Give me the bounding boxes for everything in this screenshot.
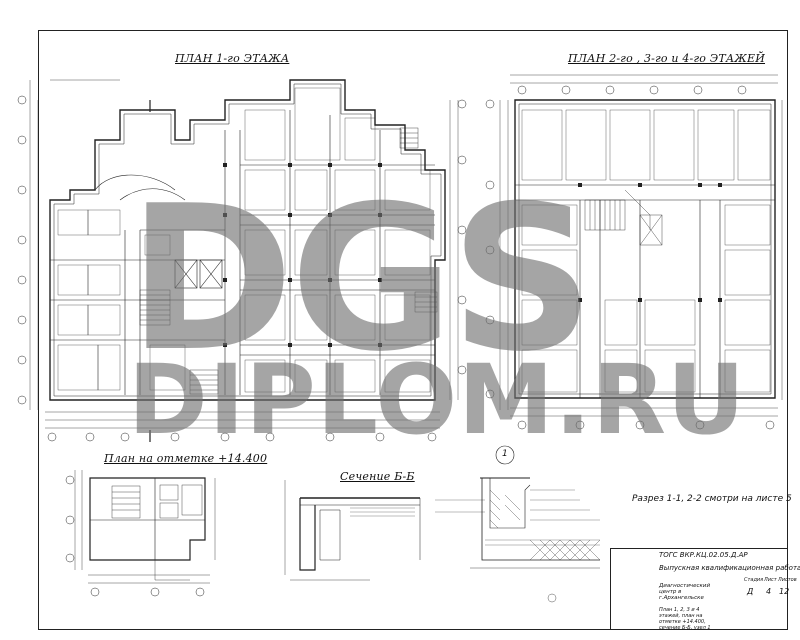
title-block: ТОГС ВКР.КЦ.02.05.Д.АР Выпускная квалифи… [610,548,800,631]
node-1-detail [435,445,601,603]
section-reference-note: Разрез 1-1, 2-2 смотри на листе 5 [632,494,792,504]
stage-label: Стадия [744,577,764,583]
drawing-frame [38,30,788,630]
plan-elevation-14400 [65,470,216,597]
plan-upper-floors-title: ПЛАН 2-го , 3-го и 4-го ЭТАЖЕЙ [568,52,766,65]
sheets-label: Листов [778,577,797,583]
section-title: Сечение Б-Б [340,470,415,483]
plan-first-floor [17,79,467,442]
plan-upper-floors [485,74,783,430]
document-code: ТОГС ВКР.КЦ.02.05.Д.АР [659,551,748,559]
section-bb [284,480,421,581]
sheet-number: 4 [766,587,772,596]
sheet-label: Лист [764,577,777,583]
plan-elevation-title: План на отметке +14.400 [104,452,268,465]
work-title: Выпускная квалификационная работа [659,564,800,572]
object-name: Диагностический центр в г.Архангельске [659,583,711,601]
sheets-total: 12 [779,587,790,596]
sheet-description: План 1, 2, 3 и 4 этажей, план на отметке… [659,607,711,631]
node-number: 1 [502,449,508,459]
stage-value: Д [747,587,754,596]
plan-first-floor-title: ПЛАН 1-го ЭТАЖА [175,52,290,65]
